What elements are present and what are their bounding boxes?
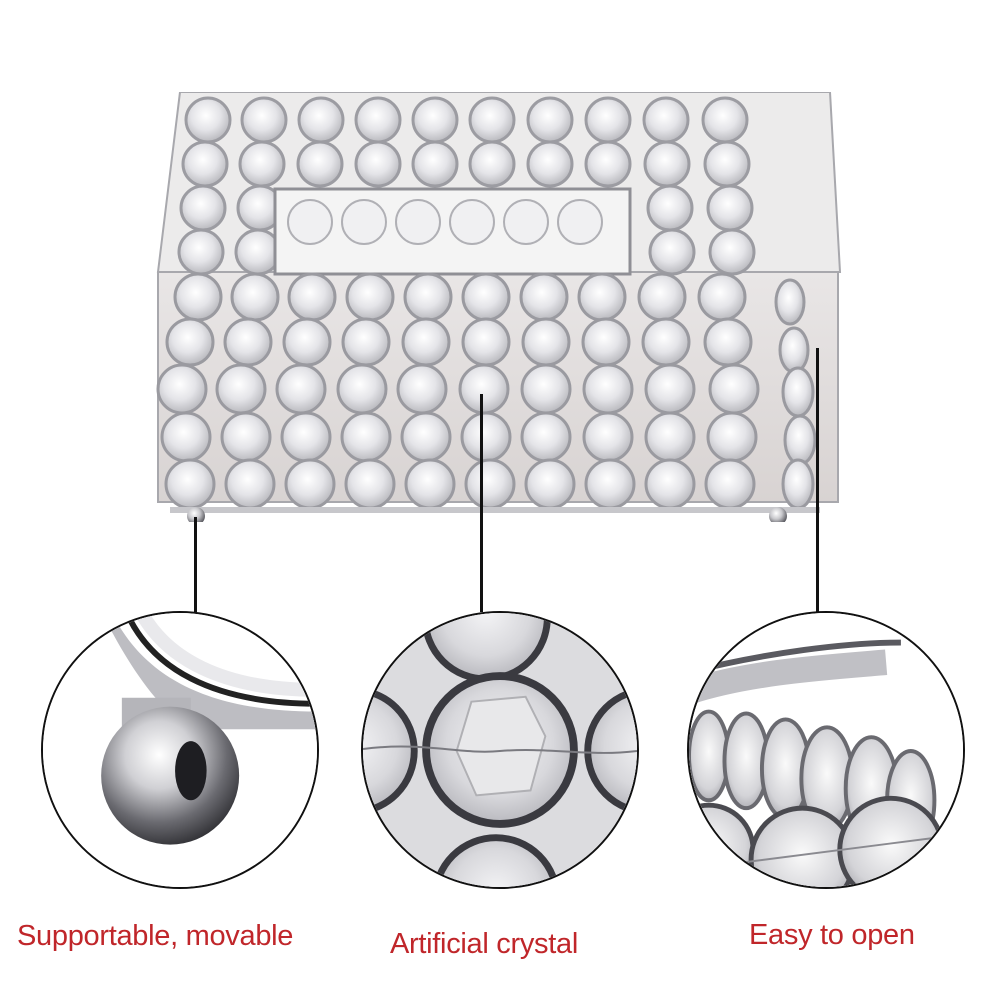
- callout-circle-crystal: [361, 611, 639, 889]
- crystal-closeup-icon: [363, 613, 637, 887]
- ball-foot-closeup-icon: [43, 613, 317, 887]
- callout-circle-lid: [687, 611, 965, 889]
- label-supportable-movable: Supportable, movable: [17, 920, 294, 952]
- product-image-tissue-box: [150, 92, 850, 522]
- connector-line-lid: [816, 348, 819, 612]
- crystal-tissue-box-illustration: [156, 92, 842, 522]
- connector-line-feet: [194, 517, 197, 612]
- label-artificial-crystal: Artificial crystal: [390, 928, 578, 960]
- callout-circle-feet: [41, 611, 319, 889]
- open-lid-closeup-icon: [689, 613, 963, 887]
- label-easy-to-open: Easy to open: [749, 919, 915, 951]
- connector-line-crystal: [480, 394, 483, 612]
